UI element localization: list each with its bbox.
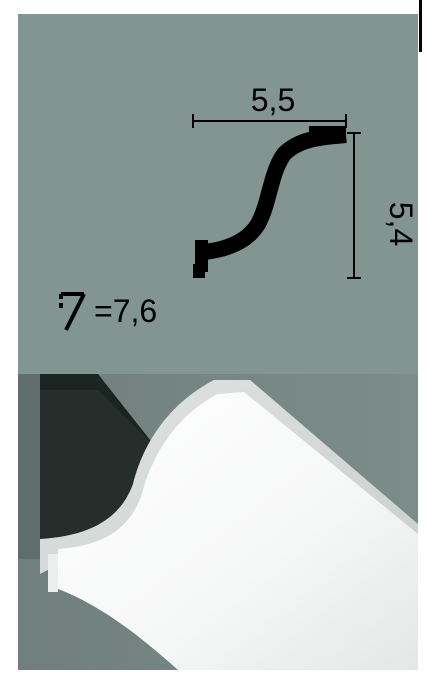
dimension-lines [192, 114, 361, 279]
moulding-lip [48, 554, 58, 592]
moulding-profile-icon [193, 126, 347, 278]
product-image: 5,5 5,4 =7,6 [18, 14, 418, 670]
height-dimension-label: 5,4 [383, 201, 418, 247]
width-dimension-label: 5,5 [250, 82, 296, 118]
angle-icon [59, 292, 86, 331]
cornice-photo [18, 374, 418, 670]
edge-line [419, 0, 422, 52]
cornice-drawing [18, 114, 418, 670]
moulding-face [58, 392, 418, 670]
angle-dimension-label: =7,6 [94, 293, 158, 329]
corner-shadow [18, 374, 40, 559]
angle-dimension: =7,6 [58, 290, 157, 332]
